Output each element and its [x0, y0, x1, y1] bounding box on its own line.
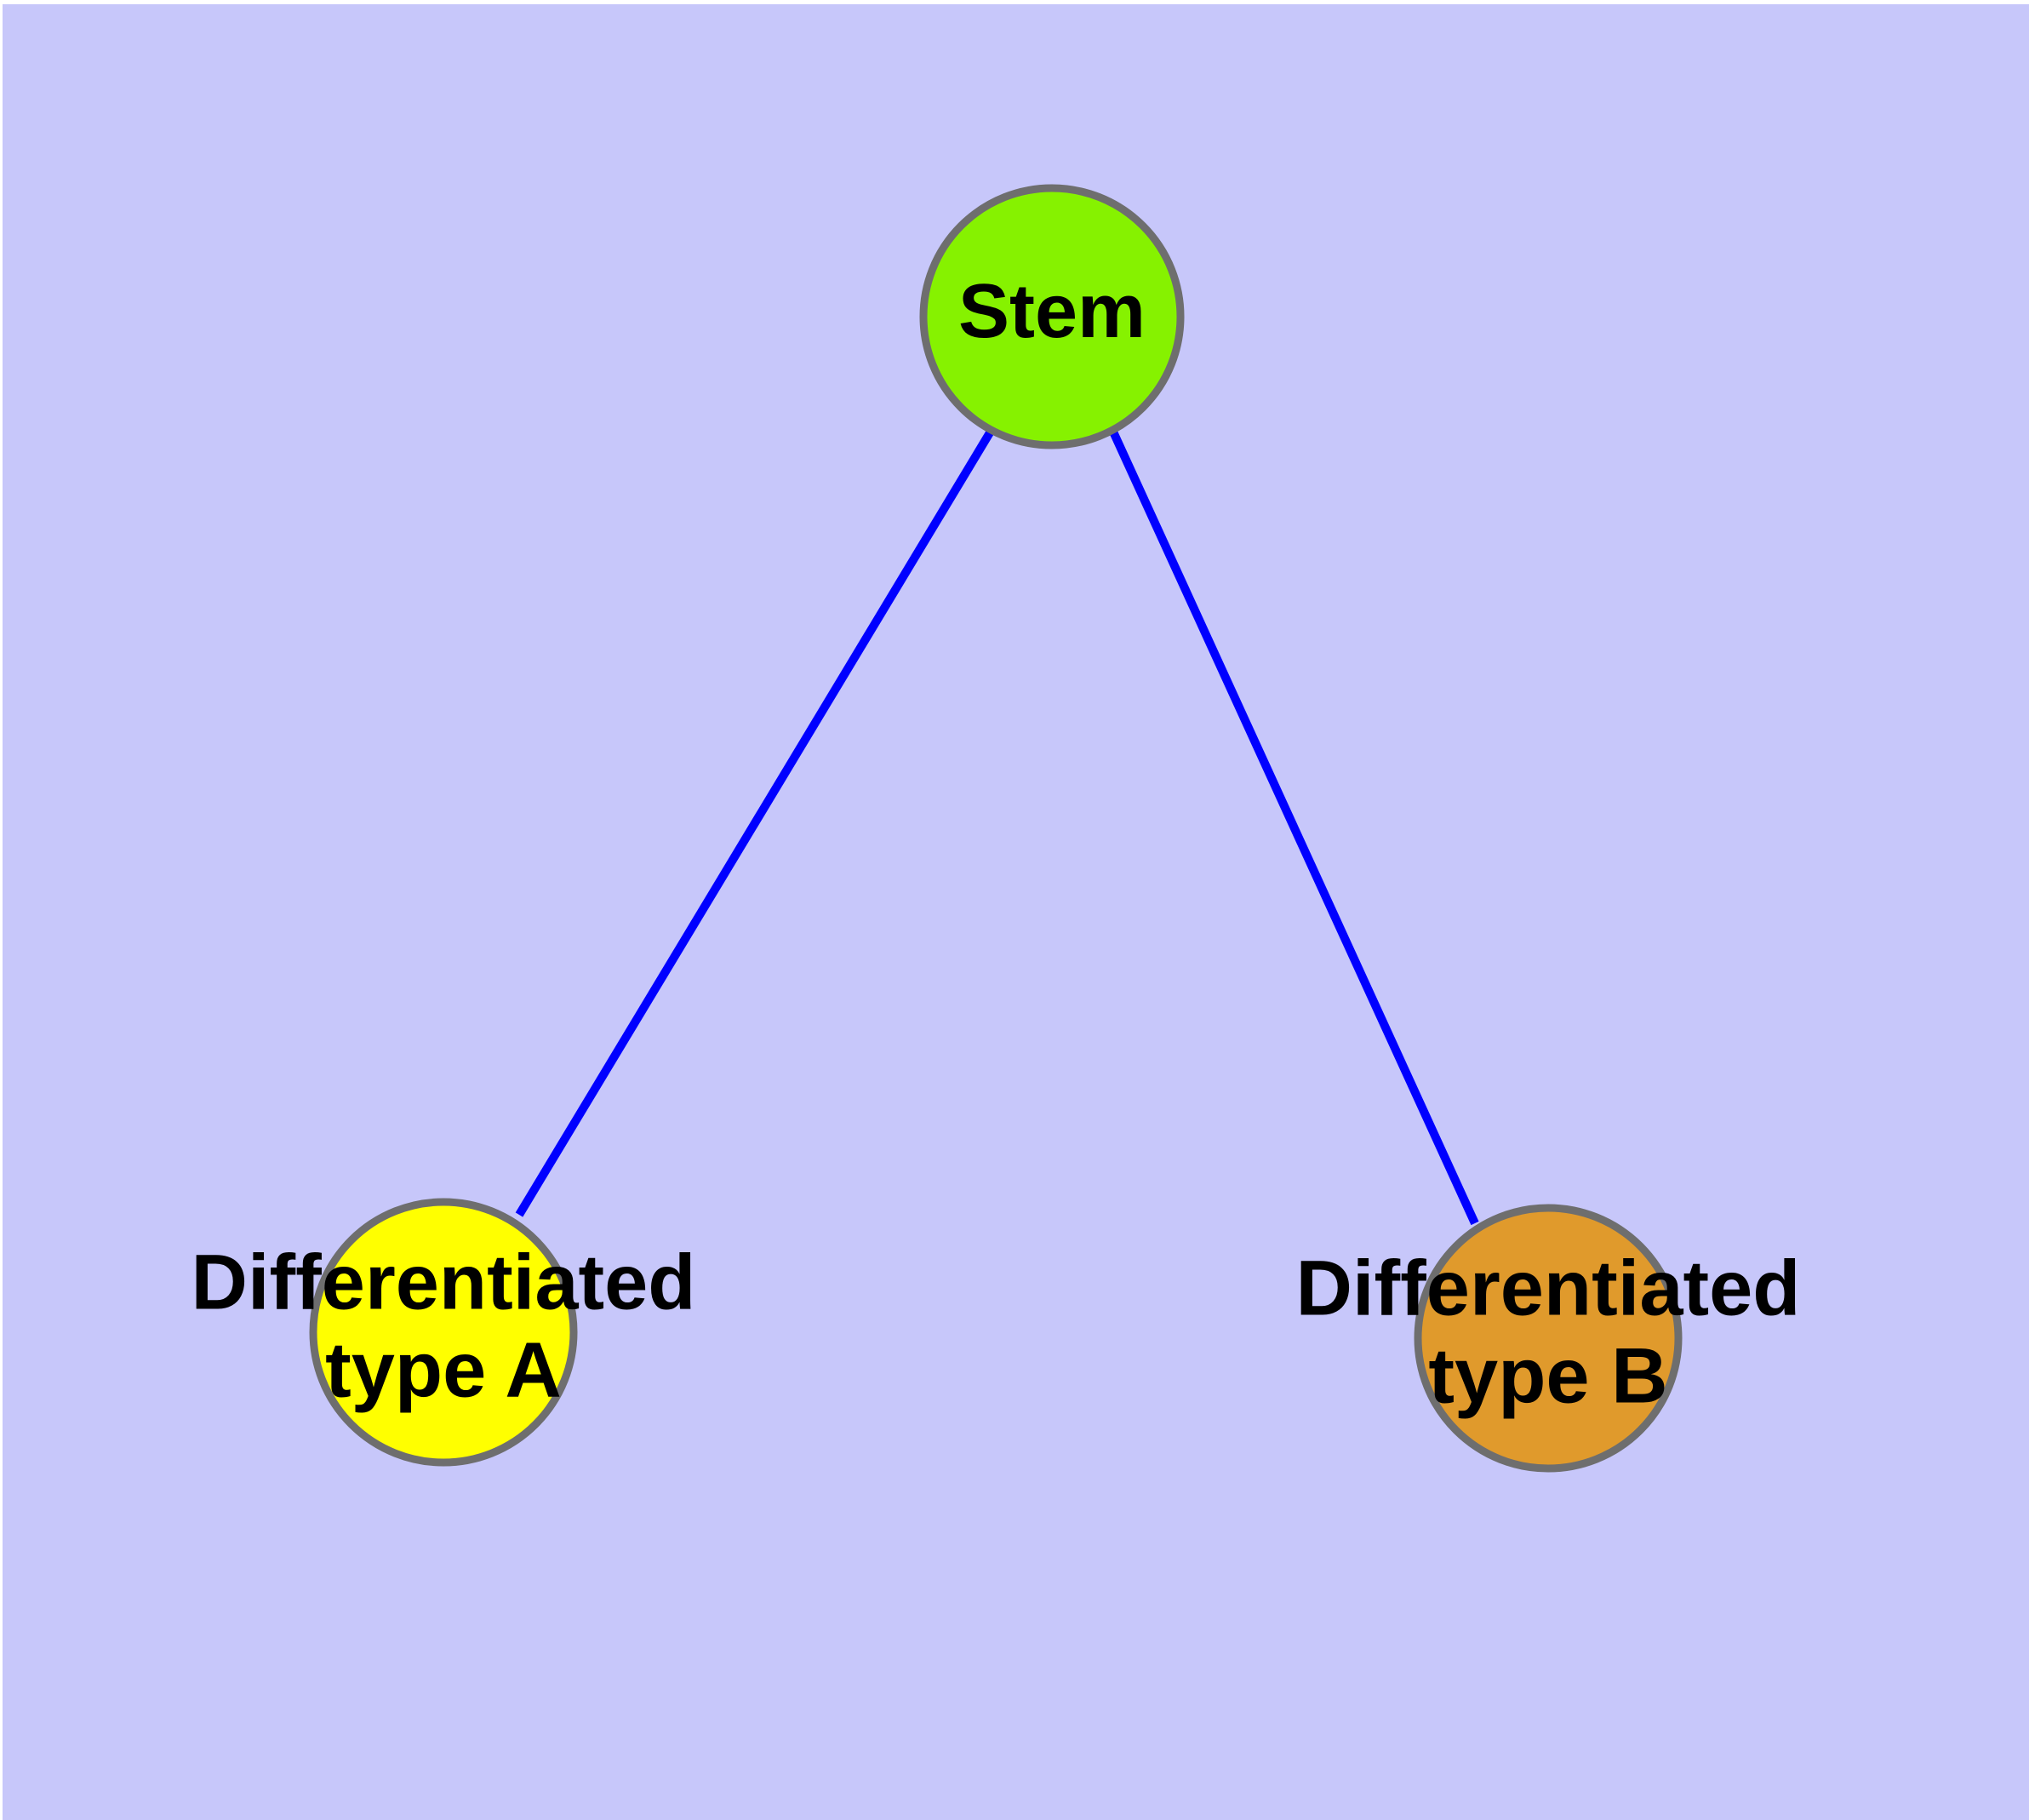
node-stem[interactable]: Stem	[919, 184, 1185, 449]
node-circle-stem[interactable]	[919, 184, 1185, 449]
node-circle-differentiated-type-b[interactable]	[1414, 1204, 1683, 1473]
edges-layer	[515, 427, 1479, 1226]
edge-stem-to-diff-a[interactable]	[515, 427, 996, 1217]
node-label-stem: Stem	[958, 269, 1146, 354]
node-circle-differentiated-type-a[interactable]	[309, 1198, 578, 1467]
edge-stem-to-diff-b[interactable]	[1108, 427, 1479, 1226]
